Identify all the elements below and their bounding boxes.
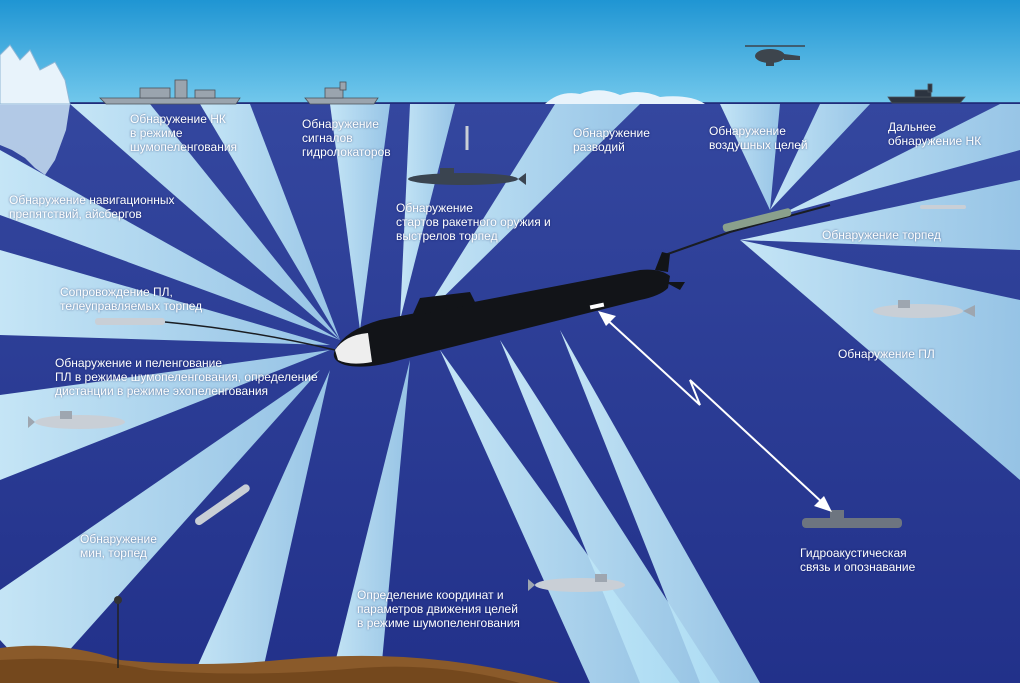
beam-torpedo xyxy=(740,180,1020,250)
submarine-icon xyxy=(802,510,902,528)
beam-bottom-3 xyxy=(560,330,760,683)
label-sub-detection-bearing: Обнаружение и пеленгование ПЛ в режиме ш… xyxy=(55,356,318,398)
beam-sonar-signals xyxy=(330,104,390,330)
label-air-targets: Обнаружение воздушных целей xyxy=(709,124,808,152)
sonar-beams xyxy=(0,104,1020,683)
beam-tracking xyxy=(0,250,330,345)
label-long-range-surface: Дальнее обнаружение НК xyxy=(888,120,982,148)
acoustic-communication-arrow xyxy=(598,311,832,512)
beam-ice xyxy=(70,104,340,340)
label-torpedo-detection: Обнаружение торпед xyxy=(822,228,941,242)
beam-launches xyxy=(400,104,455,320)
iceberg-icon xyxy=(0,44,71,175)
submarine-icon xyxy=(333,252,685,367)
sky xyxy=(0,0,1020,104)
torpedo-icon xyxy=(95,318,165,325)
beam-long-range xyxy=(780,104,1020,215)
label-wake-detection: Обнаружение разводий xyxy=(573,126,650,154)
label-sub-tracking: Сопровождение ПЛ, телеуправляемых торпед xyxy=(60,285,203,313)
beam-bearing xyxy=(0,350,330,480)
torpedo-icon xyxy=(920,205,966,209)
submarine-icon xyxy=(873,300,975,318)
beam-bottom-2 xyxy=(500,340,720,683)
warship-icon xyxy=(99,79,241,105)
beam-sub xyxy=(740,240,1020,480)
label-acoustic-comm: Гидроакустическая связь и опознавание xyxy=(800,546,916,574)
torpedo-icon xyxy=(195,484,250,526)
label-sub-detection: Обнаружение ПЛ xyxy=(838,347,935,361)
label-sonar-signals: Обнаружение сигналов гидролокаторов xyxy=(302,117,391,159)
mine-icon xyxy=(114,596,122,668)
beam-wakes xyxy=(420,104,640,320)
label-navigation-obstacles: Обнаружение навигационных препятствий, а… xyxy=(9,193,175,221)
submarine-icon xyxy=(408,168,526,185)
beam-mines xyxy=(190,370,330,683)
beam-surface-ship xyxy=(200,104,340,340)
label-mines-torpedoes: Обнаружение мин, торпед xyxy=(80,532,157,560)
submarine-icon xyxy=(28,411,125,429)
beam-air-left xyxy=(720,104,780,210)
label-surface-ship-noise: Обнаружение НК в режиме шумопеленгования xyxy=(130,112,238,154)
submarine-icon xyxy=(528,574,625,592)
beam-mines-left xyxy=(0,370,320,683)
label-target-coordinates: Определение координат и параметров движе… xyxy=(357,588,520,630)
label-missile-launches: Обнаружение стартов ракетного оружия и в… xyxy=(396,201,551,243)
towed-sonar-array-icon xyxy=(664,204,831,256)
beam-navigation xyxy=(0,150,340,340)
iceberg-icon xyxy=(545,90,705,104)
beam-air-right xyxy=(770,104,870,210)
beam-bottom-1 xyxy=(330,360,410,683)
warship-icon xyxy=(304,81,379,105)
helicopter-icon xyxy=(745,45,805,66)
warship-icon xyxy=(887,83,966,104)
